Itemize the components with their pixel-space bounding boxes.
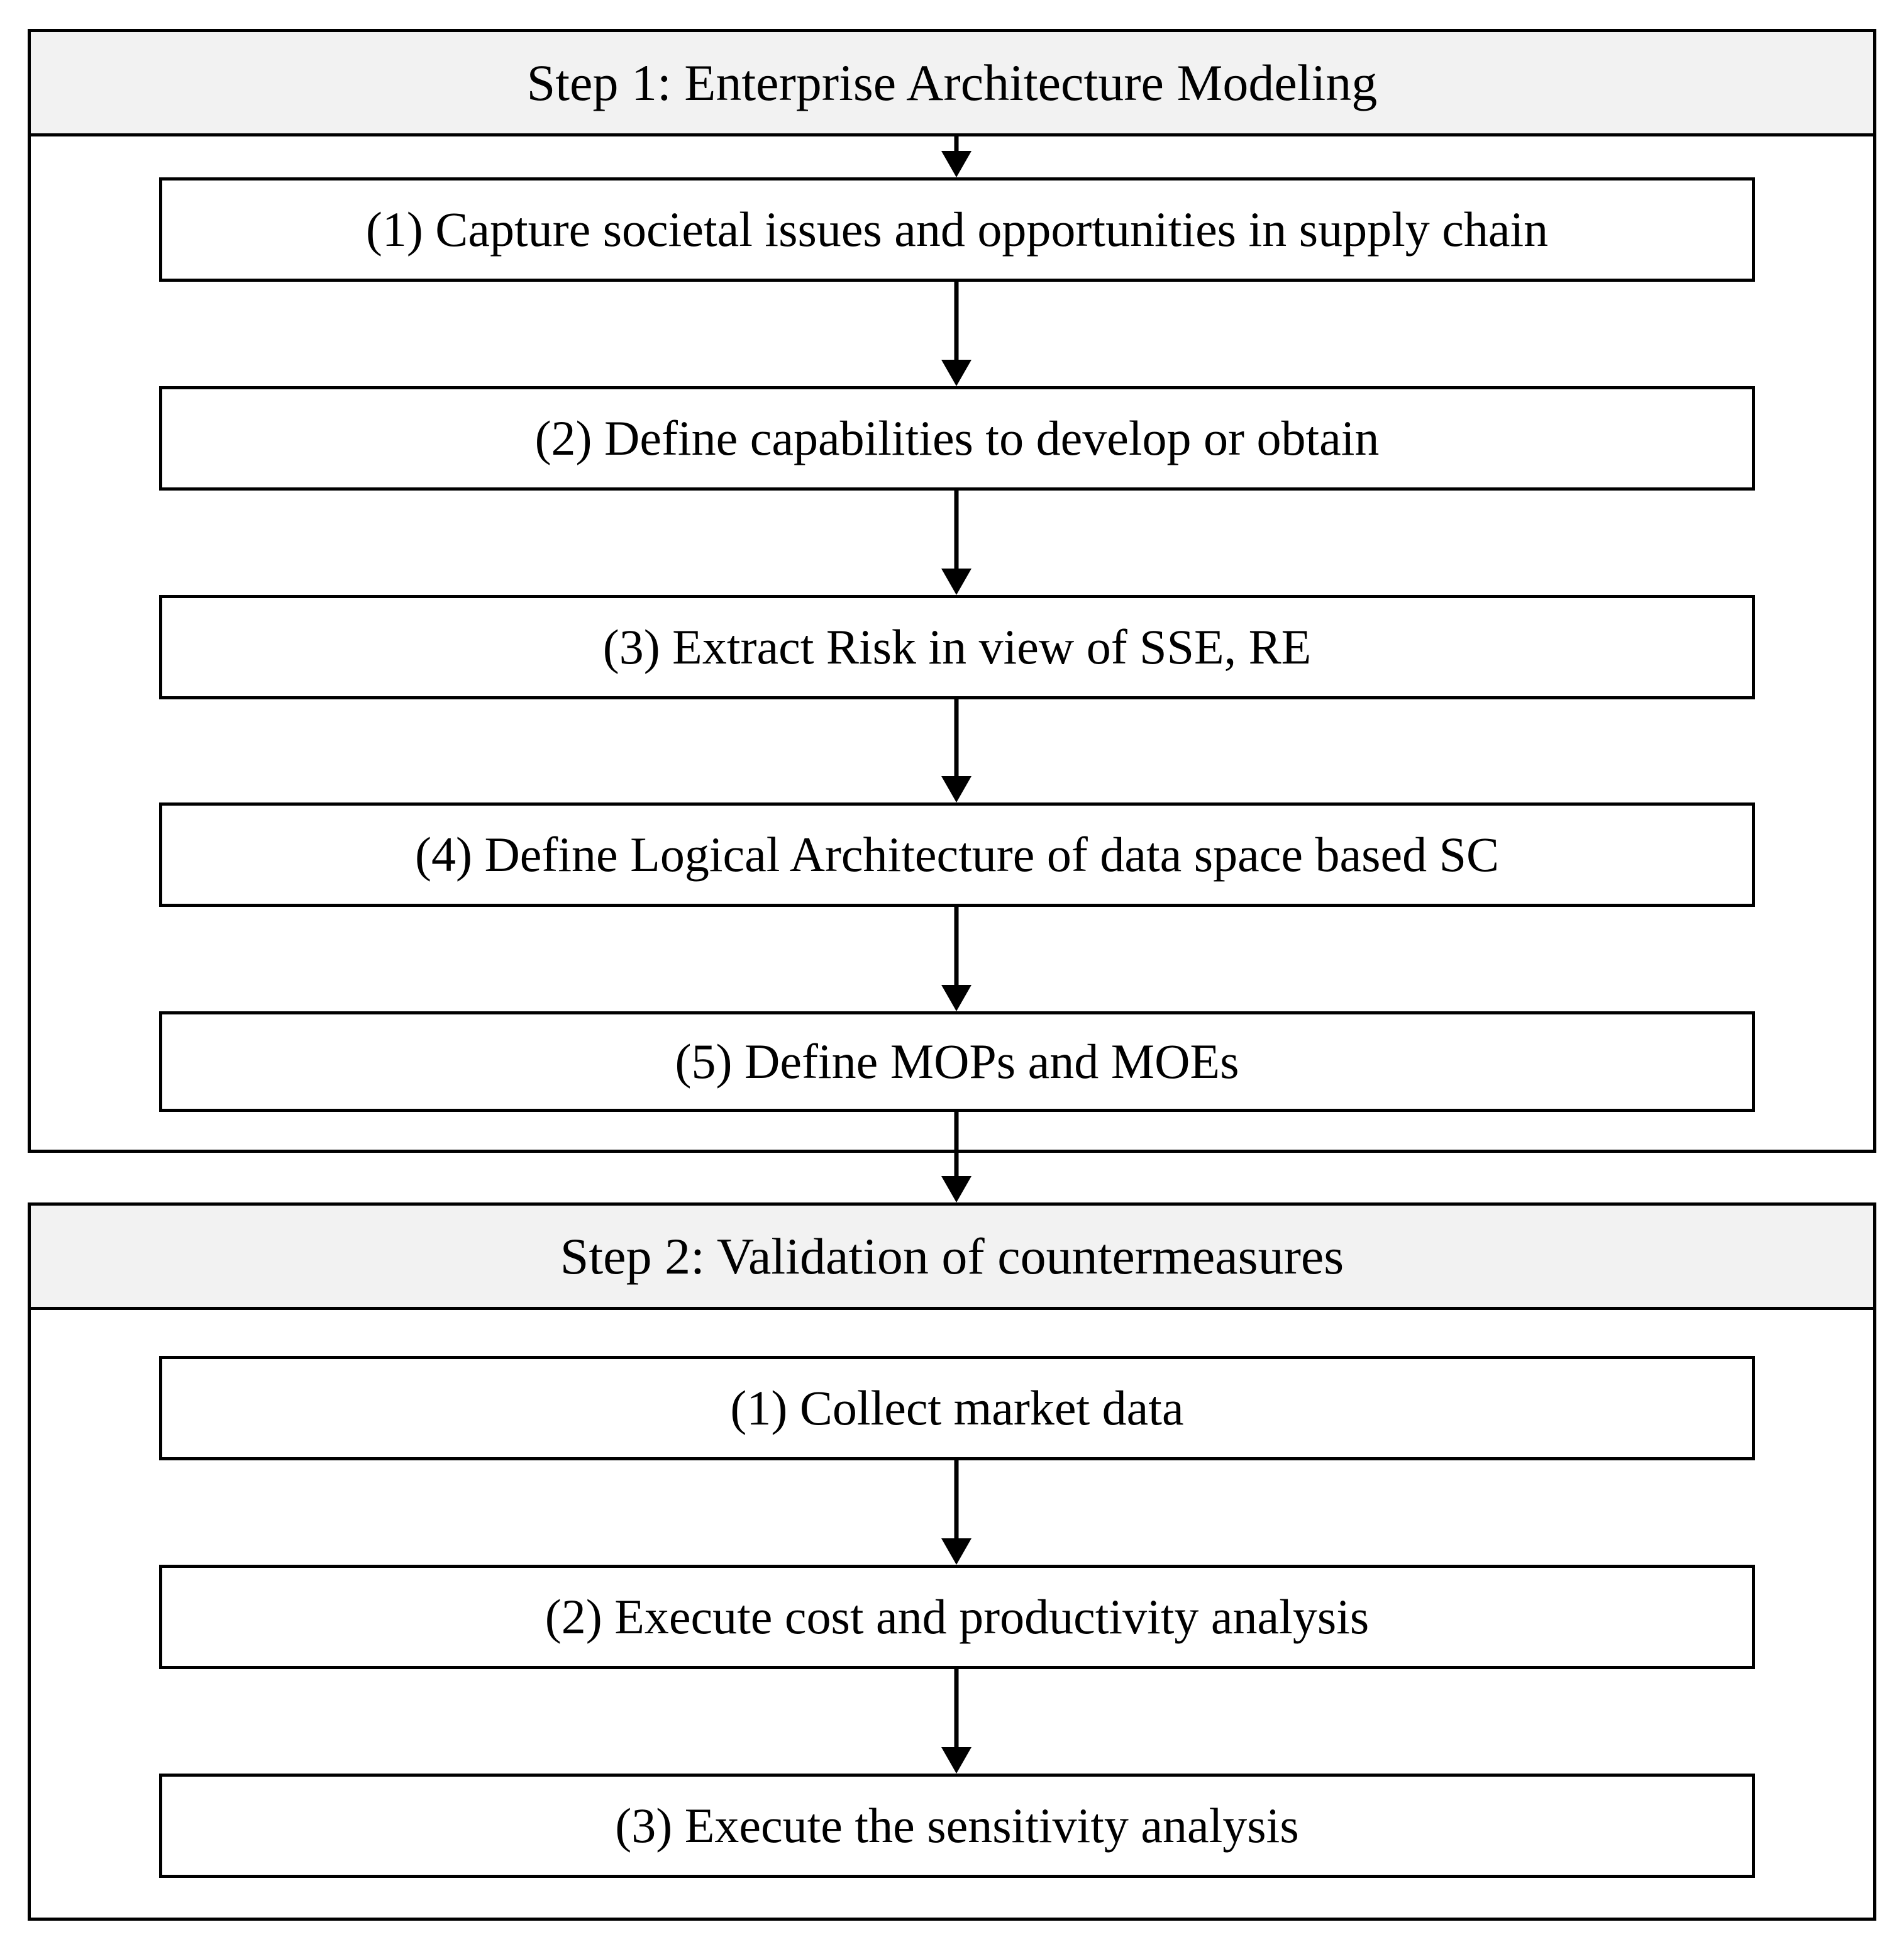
step1-box-1: (1) Capture societal issues and opportun… [159, 177, 1755, 282]
step2-title: Step 2: Validation of countermeasures [31, 1206, 1873, 1310]
step1-box-3: (3) Extract Risk in view of SSE, RE [159, 595, 1755, 699]
step2-box-1: (1) Collect market data [159, 1356, 1755, 1460]
step1-box-2: (2) Define capabilities to develop or ob… [159, 386, 1755, 491]
step1-title: Step 1: Enterprise Architecture Modeling [31, 32, 1873, 136]
step2-box-3: (3) Execute the sensitivity analysis [159, 1774, 1755, 1878]
step2-box-2: (2) Execute cost and productivity analys… [159, 1565, 1755, 1669]
step1-box-5: (5) Define MOPs and MOEs [159, 1011, 1755, 1112]
step1-box-4: (4) Define Logical Architecture of data … [159, 802, 1755, 907]
